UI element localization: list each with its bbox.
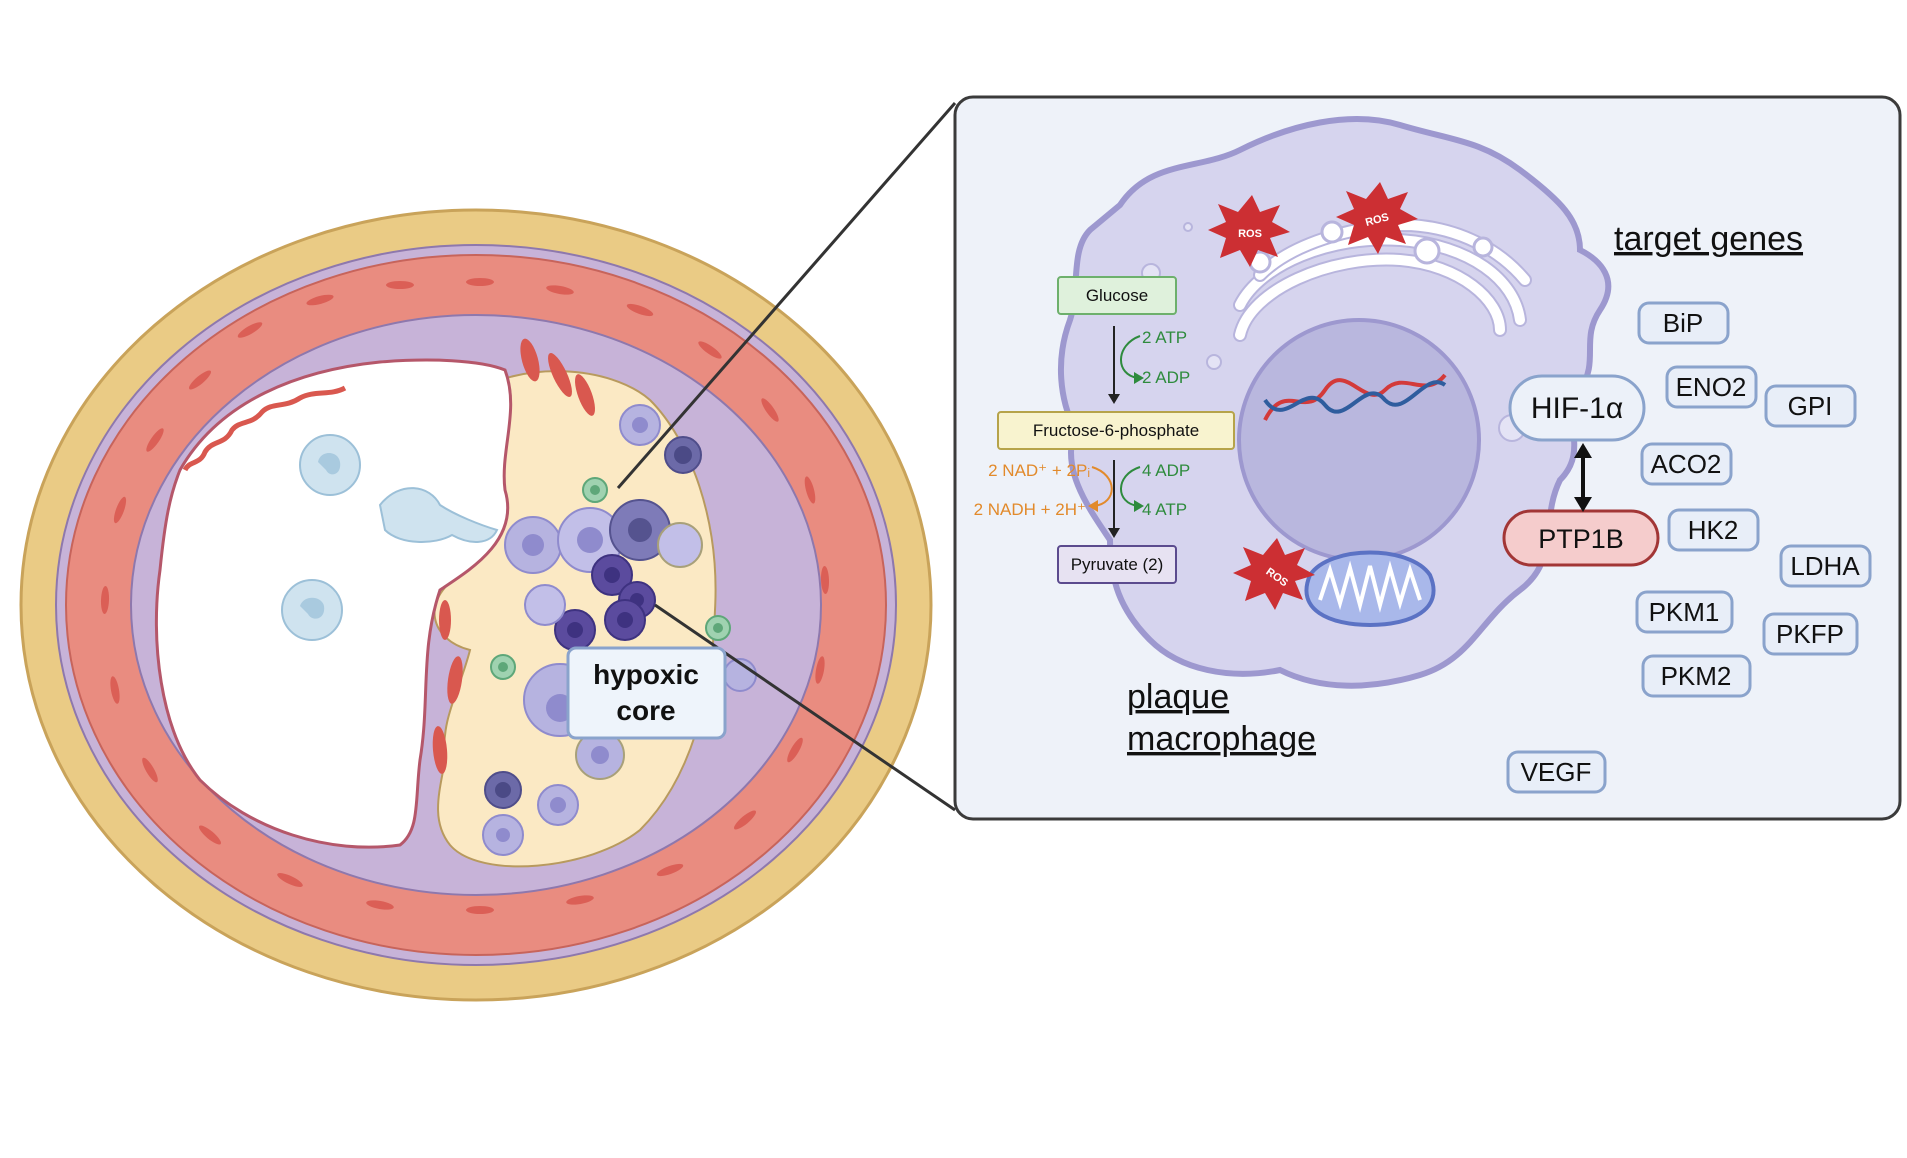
target-gene-list: BiP ENO2 GPI ACO2 HK2 LDHA xyxy=(1506,301,1872,794)
ros-label: ROS xyxy=(1238,228,1262,240)
zoom-connector xyxy=(616,102,957,812)
ros-burst-2: ROS xyxy=(1336,182,1418,254)
ros-burst-1: ROS xyxy=(1208,195,1290,267)
leukocyte-cells xyxy=(281,434,499,641)
glucose-box xyxy=(1057,276,1177,315)
f6p-box xyxy=(997,411,1235,450)
gene-label: ENO2 xyxy=(1676,372,1747,402)
gene-box-hk2: HK2 xyxy=(1667,508,1760,552)
gene-box-eno2: ENO2 xyxy=(1665,365,1758,409)
gene-label: BiP xyxy=(1663,308,1703,338)
fibrous-cap-cells xyxy=(432,338,595,774)
gene-box-pkfp: PKFP xyxy=(1762,612,1859,656)
gene-label: PKM2 xyxy=(1661,661,1732,691)
foam-cells xyxy=(482,404,757,856)
pyruvate-label: Pyruvate (2) xyxy=(1071,555,1164,574)
ptp1b-label: PTP1B xyxy=(1538,524,1624,554)
hypoxic-core-label-line1: hypoxic xyxy=(593,659,699,690)
er-vesicles xyxy=(1248,220,1494,274)
step1-output: 2 ADP xyxy=(1142,368,1190,387)
artery-cross-section xyxy=(19,208,933,1002)
gene-label: PKFP xyxy=(1776,619,1844,649)
hif-1a-label: HIF-1α xyxy=(1531,392,1623,425)
hif-1a-box xyxy=(1508,374,1646,442)
hypoxic-core-callout: hypoxic core xyxy=(566,646,727,740)
zoom-panel: ROS ROS ROS Glucose Fructose-6-phosphate… xyxy=(953,95,1902,821)
step2-output: 4 ATP xyxy=(1142,500,1187,519)
f6p-label: Fructose-6-phosphate xyxy=(1033,421,1199,440)
gene-box-bip: BiP xyxy=(1637,301,1730,345)
nadh-output: 2 NADH + 2H⁺ xyxy=(974,500,1086,519)
smooth-muscle-cells xyxy=(100,278,830,914)
dna-helix xyxy=(1263,373,1447,421)
gene-label: PKM1 xyxy=(1649,597,1720,627)
target-genes-heading: target genes xyxy=(1614,220,1803,258)
ptp1b-box xyxy=(1502,509,1660,567)
nad-input: 2 NAD⁺ + 2Pᵢ xyxy=(988,461,1090,480)
gene-box-gpi: GPI xyxy=(1764,384,1857,428)
gene-box-vegf: VEGF xyxy=(1506,750,1607,794)
gene-box-pkm2: PKM2 xyxy=(1641,654,1752,698)
gene-box-pkm1: PKM1 xyxy=(1635,590,1734,634)
gene-box-ldha: LDHA xyxy=(1779,544,1872,588)
gene-label: GPI xyxy=(1788,391,1833,421)
ros-burst-3: ROS xyxy=(1233,538,1315,610)
cell-title-line2: macrophage xyxy=(1127,720,1316,758)
gene-label: LDHA xyxy=(1790,551,1860,581)
mitochondrion xyxy=(1304,550,1436,628)
gene-label: ACO2 xyxy=(1651,449,1722,479)
gene-box-aco2: ACO2 xyxy=(1640,442,1733,486)
step1-input: 2 ATP xyxy=(1142,328,1187,347)
glycolysis-pathway: Glucose Fructose-6-phosphate Pyruvate (2… xyxy=(974,276,1235,584)
ros-label: ROS xyxy=(1364,211,1390,229)
nucleus xyxy=(1237,318,1481,562)
endothelium xyxy=(182,385,347,472)
pyruvate-box xyxy=(1057,545,1177,584)
hypoxic-core-label-line2: core xyxy=(616,695,675,726)
glucose-label: Glucose xyxy=(1086,286,1148,305)
gene-label: HK2 xyxy=(1688,515,1739,545)
step2-input: 4 ADP xyxy=(1142,461,1190,480)
cell-title-line1: plaque xyxy=(1127,678,1229,716)
gene-label: VEGF xyxy=(1521,757,1592,787)
hif-ptp1b-interaction: HIF-1α PTP1B xyxy=(1502,374,1660,567)
